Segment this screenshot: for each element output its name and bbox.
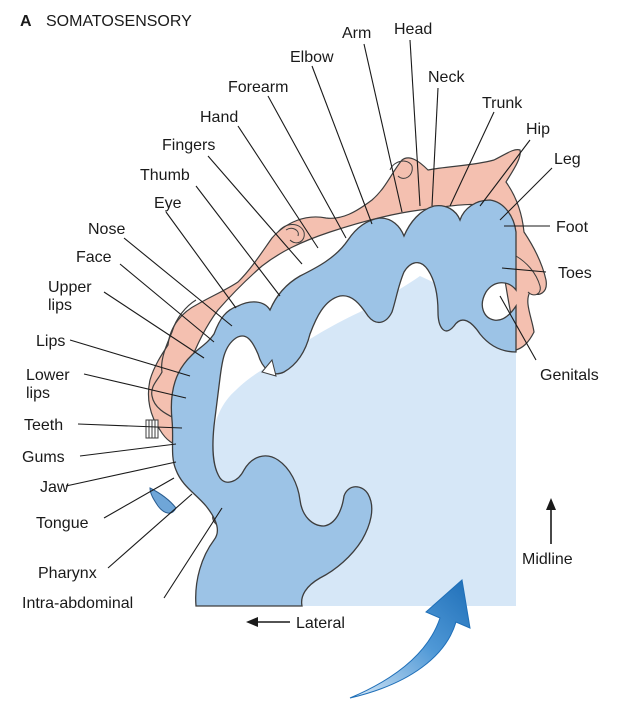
midline-indicator: Midline — [522, 498, 573, 568]
tongue-shape — [150, 488, 176, 513]
lateral-label: Lateral — [296, 615, 345, 632]
label-nose: Nose — [88, 221, 125, 238]
label-lips: Lips — [36, 333, 65, 350]
label-arm: Arm — [342, 25, 371, 42]
label-face: Face — [76, 249, 112, 266]
label-neck: Neck — [428, 69, 465, 86]
midline-label: Midline — [522, 551, 573, 568]
label-forearm: Forearm — [228, 79, 288, 96]
label-trunk: Trunk — [482, 95, 523, 112]
label-toes: Toes — [558, 265, 592, 282]
label-fingers: Fingers — [162, 137, 215, 154]
label-elbow: Elbow — [290, 49, 334, 66]
label-intra-abdominal: Intra-abdominal — [22, 595, 133, 612]
label-head: Head — [394, 21, 432, 38]
label-hand: Hand — [200, 109, 238, 126]
label-leg: Leg — [554, 151, 581, 168]
figure-title: SOMATOSENSORY — [46, 13, 192, 30]
label-thumb: Thumb — [140, 167, 190, 184]
label-hip: Hip — [526, 121, 550, 138]
label-foot: Foot — [556, 219, 589, 236]
teeth-shape — [146, 420, 158, 438]
label-eye: Eye — [154, 195, 182, 212]
label-genitals: Genitals — [540, 367, 599, 384]
label-pharynx: Pharynx — [38, 565, 97, 582]
lateral-indicator: Lateral — [246, 615, 345, 632]
label-gums: Gums — [22, 449, 65, 466]
label-tongue: Tongue — [36, 515, 89, 532]
panel-letter: A — [20, 13, 32, 30]
label-teeth: Teeth — [24, 417, 63, 434]
label-jaw: Jaw — [40, 479, 69, 496]
